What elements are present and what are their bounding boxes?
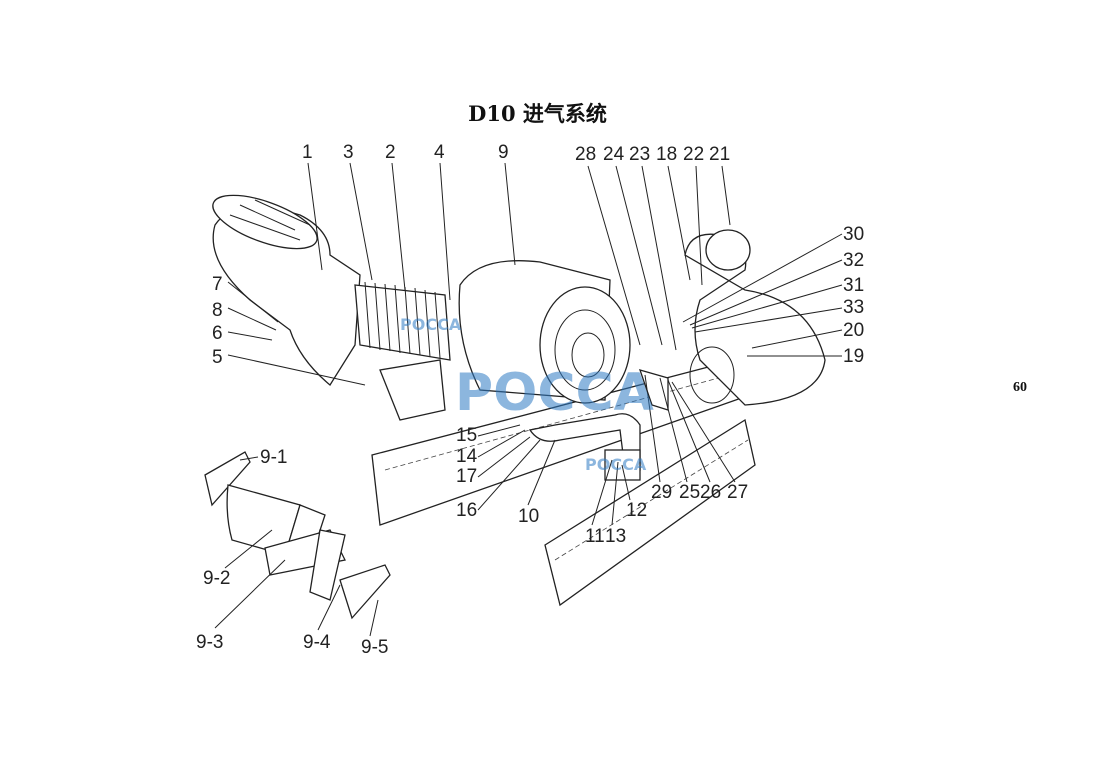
leader-lines [214,162,843,637]
callout-label: 8 [212,300,223,321]
callout-label: 21 [709,144,730,165]
callout-label: 28 [575,144,596,165]
callout-label: 20 [843,320,864,341]
callout-label: 9-3 [196,632,223,653]
callout-labels-middle: 15 14 17 16 10 29 25 26 27 12 11 13 [456,425,748,547]
air-filter [458,260,631,404]
callout-label: 9-1 [260,447,287,468]
callout-label: 30 [843,224,864,245]
callout-labels-left: 7 8 6 5 [212,274,223,368]
callout-label: 24 [603,144,625,165]
callout-label: 23 [629,144,650,165]
callout-label: 33 [843,297,864,318]
callout-label: 15 [456,425,477,446]
callout-label: 18 [656,144,677,165]
callout-label: 22 [683,144,704,165]
callout-label: 27 [727,482,748,503]
callout-label: 9-5 [361,637,388,658]
callout-labels-filter-parts: 9-1 9-2 9-3 9-4 9-5 [196,447,388,658]
callout-label: 5 [212,347,223,368]
watermark-small: POCCA [400,315,462,334]
callout-label: 16 [456,500,477,521]
outlet-elbow [684,229,826,406]
callout-label: 31 [843,275,864,296]
diagram-title: D10 进气系统 [468,101,607,126]
callout-label: 10 [518,506,539,527]
callout-label: 11 [585,526,605,547]
callout-label: 13 [605,526,626,547]
callout-label: 12 [626,500,647,521]
pipe-bracket [379,359,669,481]
callout-labels-right: 30 32 31 33 20 19 [843,224,864,367]
callout-label: 9-2 [203,568,230,589]
callout-label: 26 [700,482,721,503]
callout-label: 14 [456,446,478,467]
page-number: 60 [1013,380,1027,395]
callout-label: 29 [651,482,672,503]
intake-hood [212,194,361,386]
callout-label: 4 [434,142,445,163]
bellows-hose [354,281,451,361]
callout-label: 32 [843,250,864,271]
callout-label: 17 [456,466,477,487]
callout-label: 9-4 [303,632,331,653]
callout-label: 1 [302,142,313,163]
callout-label: 19 [843,346,864,367]
filter-exploded-parts [204,451,391,620]
callout-label: 2 [385,142,396,163]
callout-label: 6 [212,323,223,344]
callout-labels-top: 1 3 2 4 9 28 24 23 18 22 21 [302,142,730,165]
callout-label: 9 [498,142,509,163]
callout-label: 7 [212,274,223,295]
watermark-small: POCCA [585,455,647,474]
callout-label: 3 [343,142,354,163]
watermark: POCCA [455,363,654,423]
callout-label: 25 [679,482,700,503]
